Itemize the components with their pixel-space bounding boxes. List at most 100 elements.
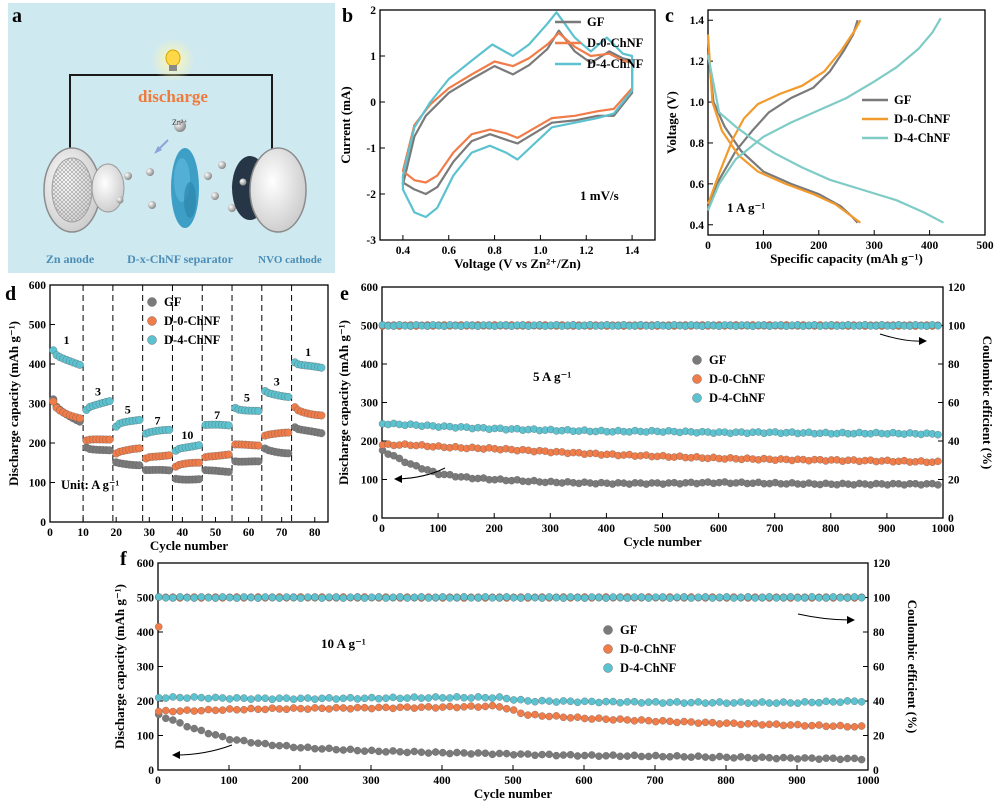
capacity-point-D-0-ChNF — [801, 722, 809, 730]
capacity-point-D-4-ChNF — [282, 694, 291, 702]
data-point-D-0-ChNF — [194, 458, 203, 467]
capacity-point-D-0-ChNF — [637, 716, 646, 724]
capacity-point-D-0-ChNF — [588, 715, 596, 723]
capacity-point-D-0-ChNF — [708, 718, 717, 727]
x-axis-label: Cycle number — [474, 786, 553, 801]
capacity-point-GF — [304, 743, 312, 752]
efficiency-point-D-4-ChNF — [446, 594, 454, 602]
capacity-point-GF — [630, 751, 639, 760]
rate-label: 1 — [305, 345, 311, 359]
efficiency-point-D-4-ChNF — [325, 593, 333, 601]
efficiency-point-D-4-ChNF — [850, 593, 859, 601]
efficiency-point-D-4-ChNF — [609, 593, 617, 601]
capacity-point-D-4-ChNF — [367, 693, 376, 702]
x-axis-label: Voltage (V vs Zn²⁺/Zn) — [454, 256, 581, 271]
efficiency-point-D-4-ChNF — [772, 594, 781, 602]
arrow-head-right — [847, 616, 855, 624]
y-tick-label: 0 — [40, 517, 46, 529]
capacity-point-D-4-ChNF — [730, 699, 738, 707]
efficiency-point-D-4-ChNF — [517, 594, 525, 602]
y2-tick-label: 100 — [873, 593, 891, 605]
y2-tick-label: 60 — [948, 398, 960, 410]
capacity-point-D-0-ChNF — [538, 712, 546, 720]
capacity-point-GF — [240, 736, 248, 745]
efficiency-point-D-4-ChNF — [211, 594, 220, 602]
legend-label: GF — [709, 353, 727, 367]
capacity-point-D-4-ChNF — [637, 699, 646, 707]
capacity-point-D-4-ChNF — [289, 695, 298, 704]
capacity-point-D-0-ChNF — [261, 705, 269, 714]
x-tick-label: 0 — [379, 523, 385, 535]
unit-label: Unit: A g⁻¹ — [61, 478, 120, 492]
rate-label: 7 — [155, 413, 161, 427]
capacity-point-D-0-ChNF — [595, 714, 603, 722]
arrow-to-left-axis — [397, 467, 446, 480]
y2-tick-label: 80 — [873, 627, 885, 639]
y-tick-label: 600 — [361, 282, 379, 294]
efficiency-point-D-4-ChNF — [261, 593, 269, 601]
panel-label-b: b — [342, 5, 353, 27]
capacity-point-D-4-ChNF — [722, 699, 731, 707]
efficiency-point-D-4-ChNF — [786, 593, 795, 601]
capacity-point-GF — [595, 752, 603, 760]
capacity-point-D-0-ChNF — [758, 721, 766, 729]
capacity-point-D-4-ChNF — [793, 699, 802, 707]
x-tick-label: 700 — [766, 523, 784, 535]
data-point-D-4-ChNF — [224, 421, 233, 430]
x-tick-label: 20 — [110, 527, 122, 539]
capacity-point-GF — [176, 719, 184, 727]
capacity-point-GF — [644, 752, 653, 761]
capacity-point-GF — [169, 716, 177, 724]
efficiency-point-D-4-ChNF — [183, 593, 191, 602]
capacity-point-D-0-ChNF — [737, 720, 745, 729]
arrow-to-left-axis — [175, 744, 233, 756]
capacity-point-D-4-ChNF — [218, 694, 227, 702]
data-point-D-4-ChNF — [317, 363, 326, 372]
x-tick-label: 300 — [542, 523, 560, 535]
x-tick-label: 40 — [177, 527, 189, 539]
capacity-point-GF — [481, 749, 490, 758]
capacity-point-D-0-ChNF — [474, 703, 482, 711]
legend-label: D-0-ChNF — [894, 112, 951, 126]
capacity-point-GF — [396, 748, 404, 756]
efficiency-point-D-4-ChNF — [524, 593, 532, 601]
efficiency-point-D-4-ChNF — [233, 594, 241, 602]
capacity-point-D-4-ChNF — [531, 697, 539, 706]
capacity-point-D-0-ChNF — [481, 702, 490, 711]
capacity-point-D-0-ChNF — [382, 703, 390, 712]
efficiency-point-D-4-ChNF — [808, 593, 816, 601]
capacity-point-GF — [502, 749, 511, 758]
y-tick-label: 200 — [361, 436, 379, 448]
y-tick-label: 1 — [370, 51, 376, 63]
capacity-point-D-4-ChNF — [573, 698, 582, 707]
x-tick-label: 200 — [291, 775, 309, 787]
capacity-point-D-0-ChNF — [176, 707, 184, 715]
capacity-point-GF — [424, 749, 433, 757]
data-point-D-0-ChNF — [75, 414, 84, 423]
efficiency-point-D-4-ChNF — [375, 593, 383, 601]
y2-tick-label: 60 — [873, 662, 885, 674]
x-tick-label: 0.4 — [396, 245, 411, 257]
efficiency-point-D-4-ChNF — [162, 594, 170, 602]
y-tick-label: 200 — [137, 696, 155, 708]
capacity-point-D-4-ChNF — [850, 697, 859, 706]
capacity-point-D-0-ChNF — [353, 703, 362, 712]
data-point-D-4-ChNF — [194, 441, 203, 450]
capacity-point-D-0-ChNF — [467, 702, 475, 710]
efficiency-point-D-4-ChNF — [737, 593, 745, 602]
capacity-point-D-0-ChNF — [623, 716, 632, 724]
arrow-head-right — [919, 337, 927, 345]
capacity-point-D-4-ChNF — [360, 694, 369, 703]
capacity-point-GF — [453, 748, 461, 757]
capacity-point-D-0-ChNF — [446, 702, 454, 711]
capacity-point-D-0-ChNF — [509, 706, 518, 714]
capacity-point-GF — [751, 754, 759, 763]
capacity-point-D-4-ChNF — [183, 694, 191, 702]
efficiency-point-D-4-ChNF — [190, 594, 198, 602]
y-tick-label: 1.4 — [690, 15, 705, 27]
x-tick-label: 900 — [788, 775, 806, 787]
capacity-point-D-4-ChNF — [829, 698, 837, 706]
capacity-point-D-4-ChNF — [751, 699, 759, 707]
scan-rate-annotation: 1 mV/s — [580, 188, 619, 203]
x-tick-label: 0.8 — [487, 245, 502, 257]
